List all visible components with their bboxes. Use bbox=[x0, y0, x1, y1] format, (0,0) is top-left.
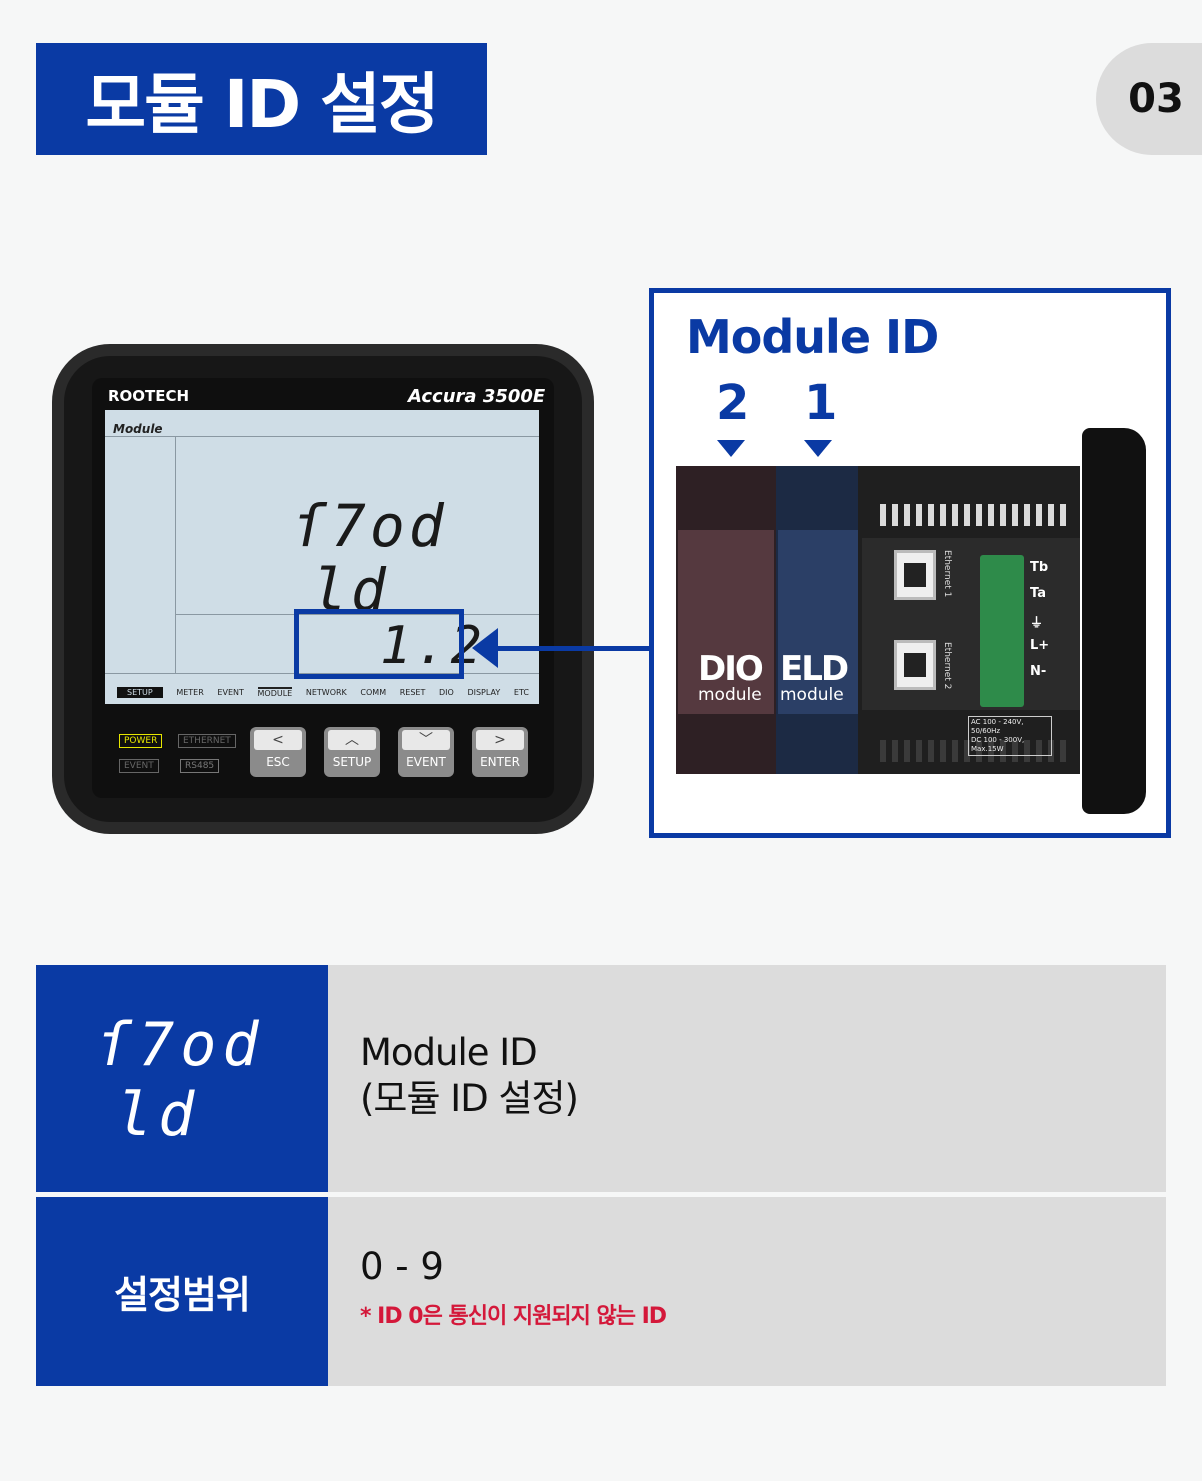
dio-label-small: module bbox=[698, 685, 762, 705]
chevron-left-icon: < bbox=[254, 730, 302, 750]
button-label: SETUP bbox=[332, 755, 372, 769]
spec-line: AC 100 - 240V, 50/60Hz bbox=[971, 718, 1024, 735]
spec-line: DC 100 - 300V, Max.15W bbox=[971, 736, 1025, 753]
page-title: 모듈 ID 설정 bbox=[36, 43, 487, 155]
menu-item-network: NETWORK bbox=[305, 687, 347, 697]
terminal-label: L+ bbox=[1030, 638, 1050, 653]
triangle-down-icon bbox=[804, 440, 832, 457]
chevron-down-icon: ﹀ bbox=[402, 730, 450, 750]
arrow-line bbox=[494, 646, 652, 651]
slot-number-1: 1 bbox=[804, 375, 838, 431]
eld-label-small: module bbox=[780, 685, 844, 705]
enter-button[interactable]: > ENTER bbox=[472, 727, 528, 777]
range-value: 0 - 9 bbox=[360, 1245, 444, 1288]
table-cell-description bbox=[328, 965, 1166, 1192]
esc-button[interactable]: < ESC bbox=[250, 727, 306, 777]
dio-label-big: DIO bbox=[698, 649, 764, 689]
menu-item-dio: DIO bbox=[439, 687, 454, 697]
menu-item-module: MODULE bbox=[257, 686, 293, 698]
menu-item-etc: ETC bbox=[513, 687, 529, 697]
lcd-screen bbox=[105, 410, 539, 704]
slot-number-2: 2 bbox=[716, 375, 750, 431]
ethernet1-label: Ethernet 1 bbox=[942, 550, 952, 598]
button-label: ESC bbox=[266, 755, 290, 769]
vent-holes bbox=[880, 504, 1068, 526]
chevron-right-icon: > bbox=[476, 730, 524, 750]
module-panel-title: Module ID bbox=[686, 310, 939, 364]
menu-item-display: DISPLAY bbox=[467, 687, 501, 697]
value-highlight-box bbox=[294, 609, 464, 679]
ground-icon: ⏚ bbox=[1030, 616, 1044, 631]
lcd-divider bbox=[175, 614, 539, 615]
power-indicator: POWER bbox=[119, 734, 163, 748]
eld-module-face bbox=[778, 530, 858, 714]
table-cell-segment bbox=[36, 965, 328, 1192]
dio-module-label: DIO module bbox=[698, 649, 764, 705]
vent-holes bbox=[880, 740, 1068, 762]
segment-display-line1: ſ7od bbox=[96, 1010, 265, 1080]
triangle-down-icon bbox=[717, 440, 745, 457]
lcd-divider bbox=[105, 673, 539, 674]
event-button[interactable]: ﹀ EVENT bbox=[398, 727, 454, 777]
meter-front-side bbox=[1082, 428, 1146, 814]
ethernet-port-icon bbox=[894, 550, 936, 600]
page-number: 03 bbox=[1096, 43, 1202, 155]
brand-logo: ROOTECH bbox=[108, 387, 190, 405]
lcd-divider bbox=[105, 436, 539, 437]
dio-module-face bbox=[678, 530, 774, 714]
menu-item-comm: COMM bbox=[360, 687, 387, 697]
terminal-label: Tb bbox=[1030, 560, 1049, 575]
model-name: Accura 3500E bbox=[408, 386, 546, 407]
terminal-label: N- bbox=[1030, 664, 1047, 679]
setting-title: Module ID (모듈 ID 설정) bbox=[360, 1030, 579, 1122]
menu-item-setup: SETUP bbox=[117, 686, 163, 698]
segment-display-line2: ld bbox=[116, 1080, 201, 1150]
button-label: EVENT bbox=[406, 755, 446, 769]
arrow-left-icon bbox=[472, 628, 498, 668]
terminal-block bbox=[980, 555, 1024, 707]
eld-module-label: ELD module bbox=[780, 649, 849, 705]
setup-button[interactable]: ︿ SETUP bbox=[324, 727, 380, 777]
lcd-divider bbox=[175, 436, 176, 673]
setting-title-ko: (모듈 ID 설정) bbox=[360, 1077, 579, 1120]
setting-title-en: Module ID bbox=[360, 1031, 538, 1074]
range-label: 설정범위 bbox=[36, 1197, 328, 1386]
menu-item-meter: METER bbox=[176, 687, 204, 697]
terminal-label: Ta bbox=[1030, 586, 1046, 601]
menu-item-event: EVENT bbox=[217, 687, 244, 697]
lcd-segment-value: 1.2 bbox=[380, 616, 486, 676]
menu-item-reset: RESET bbox=[399, 687, 426, 697]
table-cell-range bbox=[328, 1197, 1166, 1386]
lcd-menu-bar: SETUP METER EVENT MODULE NETWORK COMM RE… bbox=[105, 685, 539, 699]
ethernet-indicator: ETHERNET bbox=[178, 734, 236, 748]
lcd-title: Module bbox=[113, 422, 163, 436]
ethernet2-label: Ethernet 2 bbox=[942, 642, 952, 690]
chevron-up-icon: ︿ bbox=[328, 730, 376, 750]
rs485-indicator: RS485 bbox=[180, 759, 220, 773]
button-label: ENTER bbox=[480, 755, 520, 769]
power-spec-label: AC 100 - 240V, 50/60Hz DC 100 - 300V, Ma… bbox=[968, 716, 1052, 756]
range-note: * ID 0은 통신이 지원되지 않는 ID bbox=[360, 1304, 667, 1329]
event-indicator: EVENT bbox=[119, 759, 159, 773]
lcd-segment-line1: ſ7od bbox=[292, 492, 448, 560]
ethernet-port-icon bbox=[894, 640, 936, 690]
eld-label-big: ELD bbox=[780, 649, 849, 689]
